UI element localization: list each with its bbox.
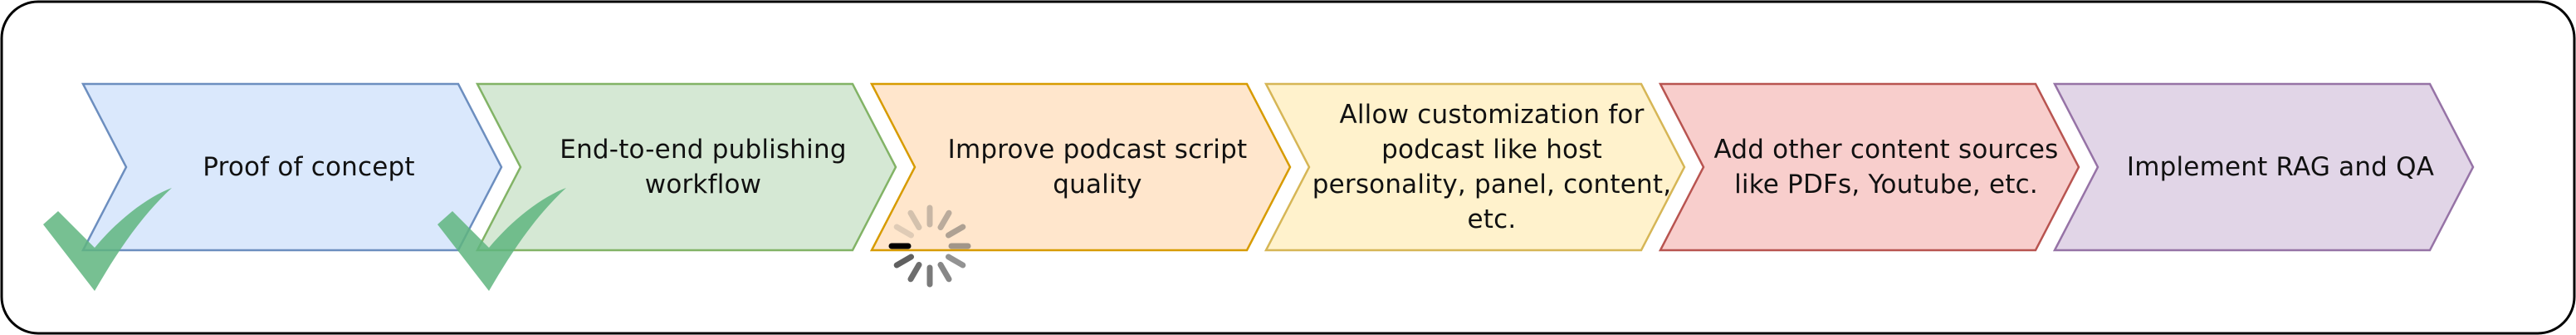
roadmap-step-2-arrow (475, 82, 897, 252)
roadmap-step-4-arrow (1264, 82, 1686, 252)
roadmap-step-6-arrow (2052, 82, 2475, 252)
checkmark-icon (437, 188, 566, 291)
checkmark-icon (43, 188, 172, 291)
roadmap-step-5-arrow (1658, 82, 2080, 252)
roadmap-step-3-arrow (869, 82, 1292, 252)
loading-spinner-icon (888, 204, 971, 288)
